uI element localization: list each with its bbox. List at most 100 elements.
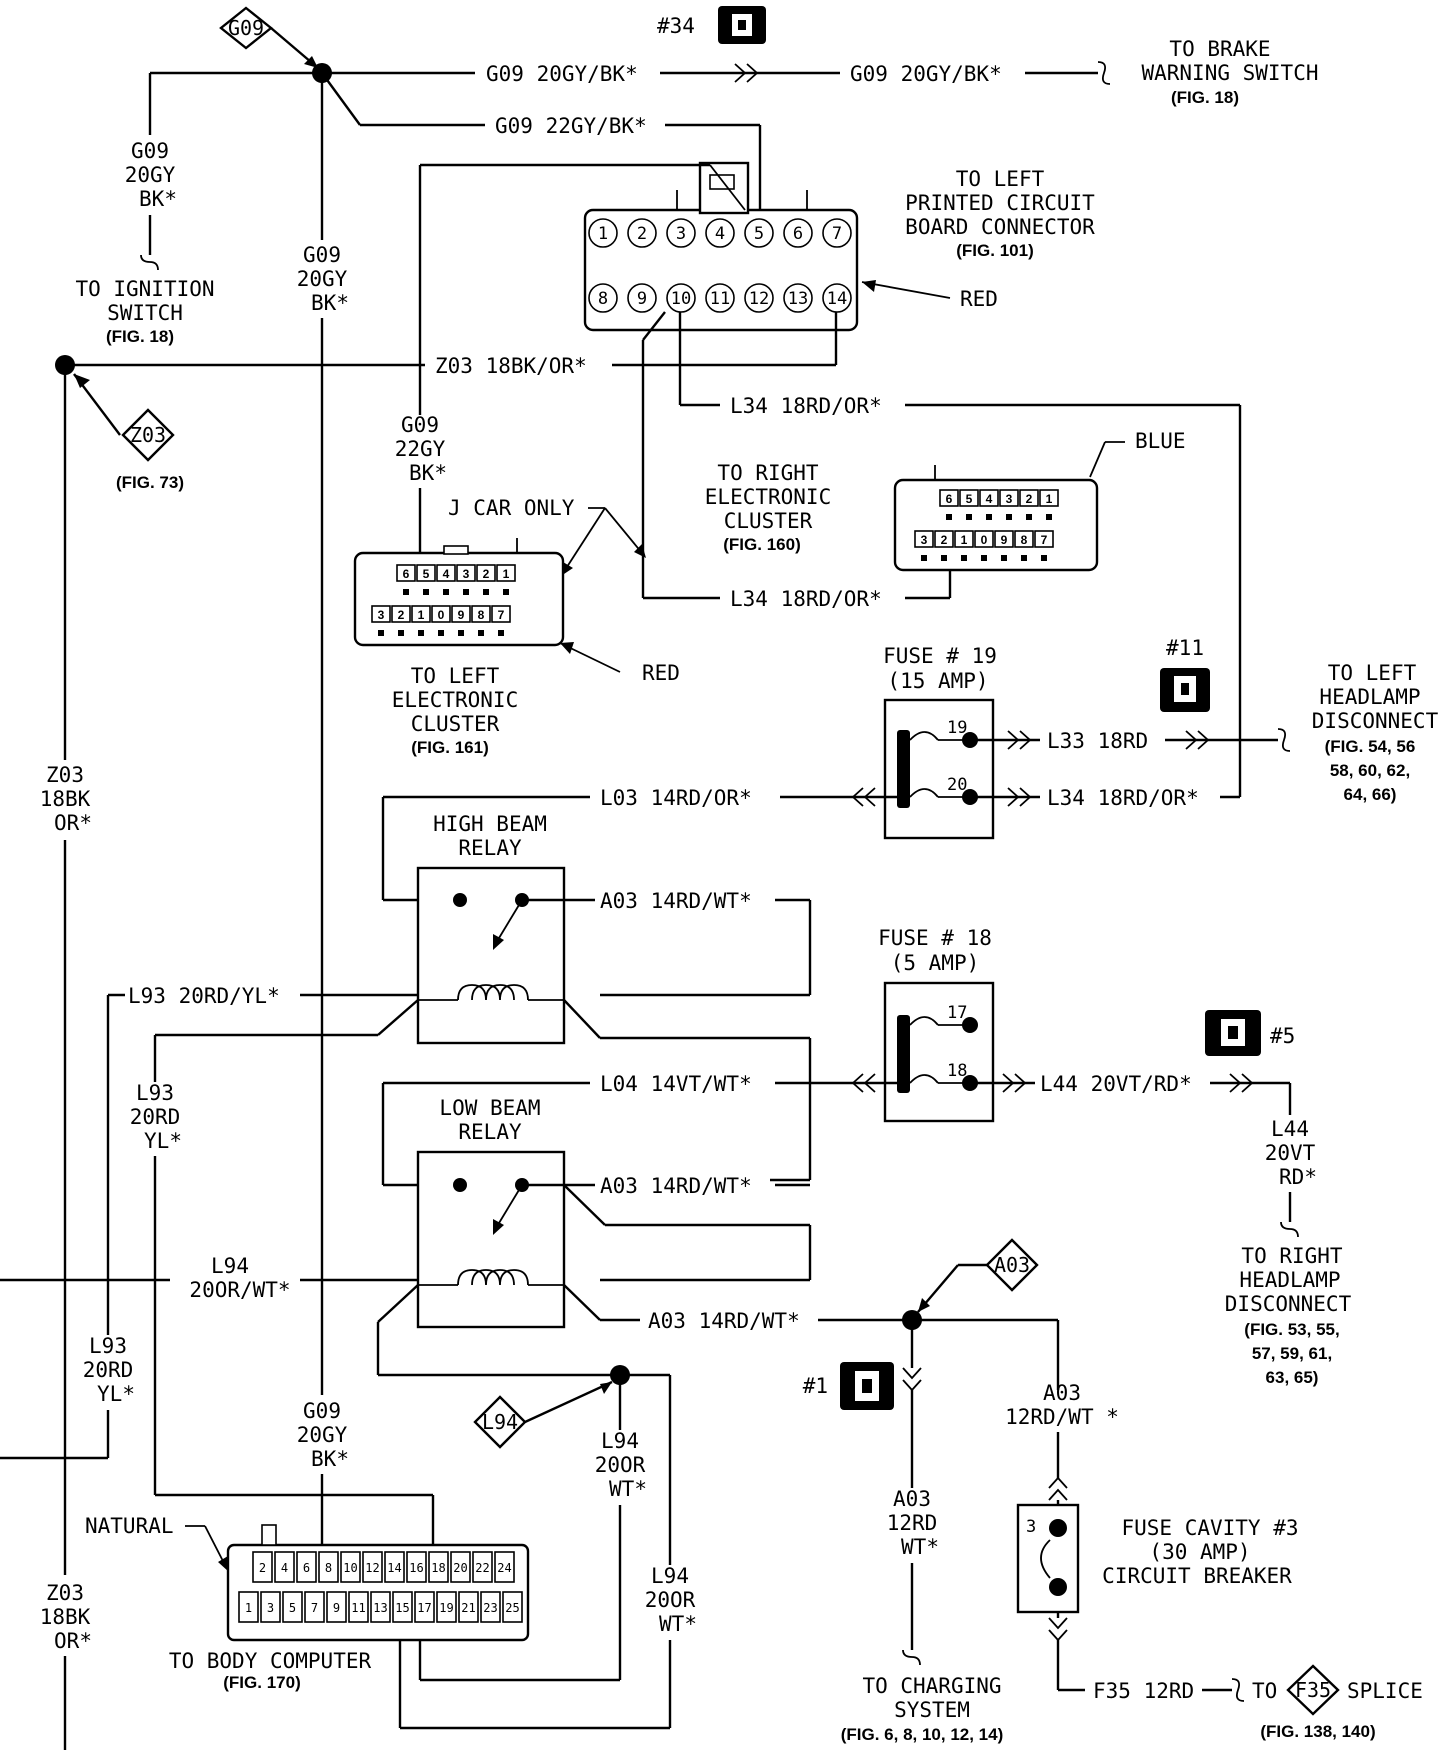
l34-fuse-label: L34 18RD/OR* xyxy=(1047,786,1199,810)
left-cluster-pin-box xyxy=(431,605,451,623)
l94-lower-v2: 20OR xyxy=(645,1588,696,1612)
left-cluster-pin-label: 4 xyxy=(443,567,450,581)
z03-lower-v1: Z03 xyxy=(46,1581,84,1605)
left-cluster-pin-dot xyxy=(423,589,429,595)
right-cluster-pin-label: 2 xyxy=(941,533,948,547)
l93-lower-v1: L93 xyxy=(89,1334,127,1358)
left-headlamp-fig2: 58, 60, 62, xyxy=(1330,761,1410,780)
right-cluster-pin-box xyxy=(999,489,1019,507)
left-headlamp-line3: DISCONNECT xyxy=(1312,709,1439,733)
body-pin-box xyxy=(252,1551,273,1583)
l93-lower-v3: YL* xyxy=(97,1382,135,1406)
right-cluster-pin-dot xyxy=(1006,514,1012,520)
right-cluster-pin-label: 9 xyxy=(1001,533,1008,547)
left-pcb-line3: BOARD CONNECTOR xyxy=(905,215,1095,239)
a03-fc-v1: A03 xyxy=(1043,1381,1081,1405)
fuse19-pin19: 19 xyxy=(947,718,967,738)
brake-target-line1: TO BRAKE xyxy=(1169,37,1270,61)
right-cluster-pin-box xyxy=(954,530,974,548)
left-cluster-pin-label: 2 xyxy=(483,567,490,581)
l94-v3: WT* xyxy=(609,1477,647,1501)
body-pin-label: 11 xyxy=(351,1601,365,1615)
pcb-pin-circle xyxy=(666,218,696,248)
ground-1-label: #1 xyxy=(803,1374,828,1398)
l34-lower-label: L34 18RD/OR* xyxy=(730,587,882,611)
g09-main-v3: BK* xyxy=(311,291,349,315)
z03-fig: (FIG. 73) xyxy=(116,473,184,492)
g09-22-v1: G09 xyxy=(401,413,439,437)
left-cluster-line1: TO LEFT xyxy=(411,664,500,688)
left-headlamp-fig3: 64, 66) xyxy=(1344,785,1397,804)
pcb-pin-circle xyxy=(627,283,657,313)
body-pin-label: 7 xyxy=(311,1601,318,1615)
right-cluster-pin-dot xyxy=(1026,514,1032,520)
low-relay-line1: LOW BEAM xyxy=(439,1096,540,1120)
left-cluster-line2: ELECTRONIC xyxy=(392,688,518,712)
left-pcb-line2: PRINTED CIRCUIT xyxy=(905,191,1095,215)
body-pin-box xyxy=(494,1551,515,1583)
high-relay-line2: RELAY xyxy=(458,836,522,860)
low-beam-relay xyxy=(416,1150,566,1329)
right-cluster-pin-label: 7 xyxy=(1041,533,1048,547)
body-computer-fig: (FIG. 170) xyxy=(223,1673,300,1692)
a03-splice-label: A03 xyxy=(994,1253,1030,1277)
l94-v1: L94 xyxy=(601,1429,639,1453)
right-headlamp-line3: DISCONNECT xyxy=(1225,1292,1352,1316)
l94-label-1: L94 xyxy=(211,1254,249,1278)
l93-v3: YL* xyxy=(144,1129,182,1153)
left-cluster-pin-box xyxy=(471,605,491,623)
ground-5-icon xyxy=(1205,1010,1261,1056)
right-cluster-pin-dot xyxy=(941,555,947,561)
body-pin-label: 10 xyxy=(343,1561,357,1575)
right-cluster-fig: (FIG. 160) xyxy=(723,535,800,554)
a03-chg-v3: WT* xyxy=(901,1535,939,1559)
right-cluster-pin-dot xyxy=(946,514,952,520)
l44-v1: L44 xyxy=(1271,1117,1309,1141)
pcb-pin-circle xyxy=(627,218,657,248)
z03-splice-label: Z03 xyxy=(130,423,166,447)
left-cluster-pin-box xyxy=(496,564,516,582)
body-pin-box xyxy=(370,1591,391,1623)
l94-splice-label: L94 xyxy=(482,1410,518,1434)
left-cluster-pin-label: 5 xyxy=(423,567,430,581)
right-cluster-connector xyxy=(893,465,1099,572)
right-cluster-pin-dot xyxy=(1021,555,1027,561)
g09-22-v2: 22GY xyxy=(395,437,446,461)
right-cluster-pin-label: 1 xyxy=(1046,492,1053,506)
left-cluster-pin-box xyxy=(396,564,416,582)
right-cluster-pin-label: 0 xyxy=(981,533,988,547)
right-cluster-pin-box xyxy=(994,530,1014,548)
z03-v2: 18BK xyxy=(40,787,91,811)
left-cluster-pin-box xyxy=(371,605,391,623)
high-beam-relay xyxy=(416,866,566,1045)
fuse18-line2: (5 AMP) xyxy=(891,951,980,975)
body-pin-label: 3 xyxy=(267,1601,274,1615)
right-cluster-pin-dot xyxy=(1001,555,1007,561)
left-headlamp-fig1: (FIG. 54, 56 xyxy=(1325,737,1416,756)
a03-fc-v2: 12RD/WT * xyxy=(1005,1405,1119,1429)
l94-lower-v1: L94 xyxy=(651,1564,689,1588)
pcb-pin-label: 3 xyxy=(676,224,686,244)
right-headlamp-line2: HEADLAMP xyxy=(1239,1268,1340,1292)
right-cluster-pin-box xyxy=(979,489,999,507)
body-pin-box xyxy=(238,1591,259,1623)
body-pin-box xyxy=(296,1551,317,1583)
brake-target-line2: WARNING SWITCH xyxy=(1141,61,1318,85)
fuse-cavity-line3: CIRCUIT BREAKER xyxy=(1102,1564,1292,1588)
fuse18-box xyxy=(883,981,995,1123)
right-cluster-pin-box xyxy=(934,530,954,548)
right-cluster-pin-dot xyxy=(921,555,927,561)
pcb-pin-label: 5 xyxy=(754,224,764,244)
right-cluster-pin-label: 1 xyxy=(961,533,968,547)
z03-lower-v3: OR* xyxy=(54,1629,92,1653)
right-headlamp-fig3: 63, 65) xyxy=(1266,1368,1319,1387)
left-cluster-pin-box xyxy=(436,564,456,582)
left-cluster-pin-dot xyxy=(418,630,424,636)
pcb-pin-label: 13 xyxy=(788,289,808,309)
a03-splice: A03 xyxy=(917,1238,1039,1313)
high-relay-line1: HIGH BEAM xyxy=(433,812,547,836)
z03-lower-v2: 18BK xyxy=(40,1605,91,1629)
pcb-pin-label: 14 xyxy=(827,289,847,309)
pcb-pin-circle xyxy=(744,283,774,313)
l94-label-2: 20OR/WT* xyxy=(189,1278,290,1302)
